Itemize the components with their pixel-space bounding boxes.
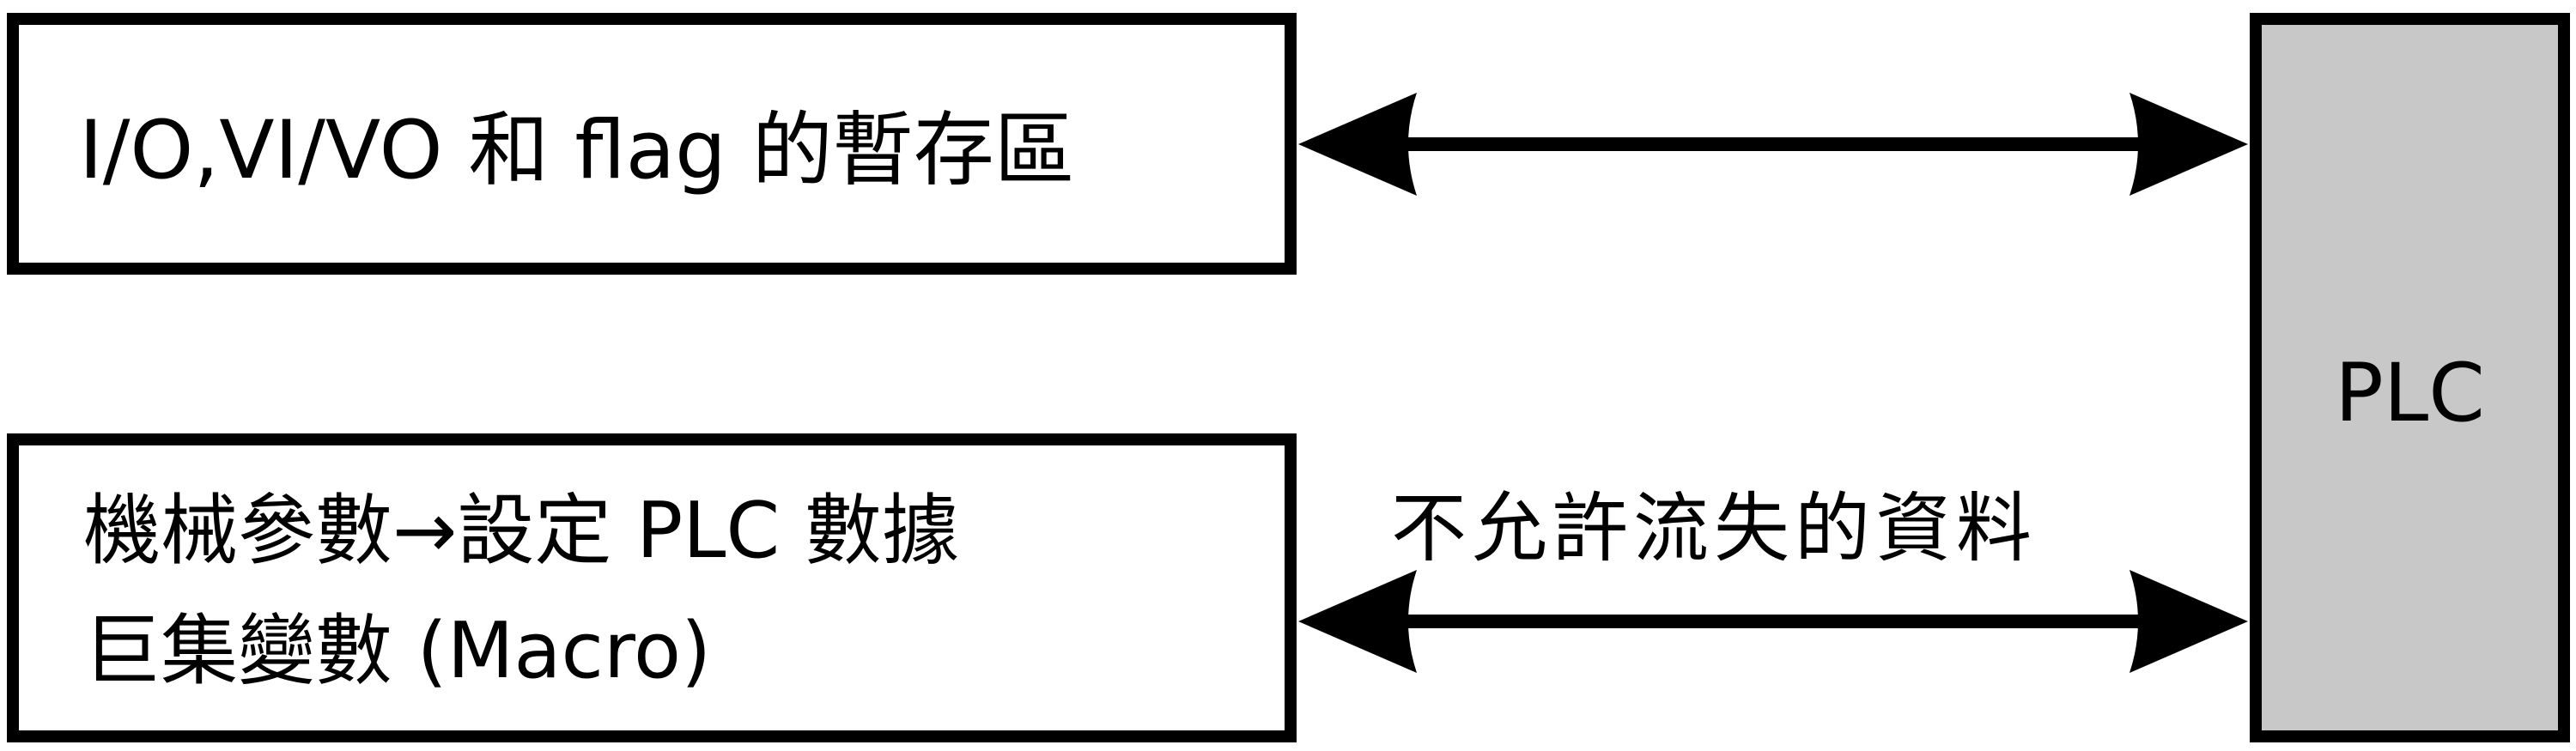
non-volatile-data-label: 不允許流失的資料 — [1391, 484, 2038, 572]
macro-variables-label: 巨集變數 (Macro) — [83, 606, 712, 696]
plc-label: PLC — [2335, 347, 2485, 440]
machine-parameters-label: 機械參數→設定 PLC 數據 — [83, 486, 959, 576]
io-flag-register-label: I/O,VI/VO 和 flag 的暫存區 — [79, 104, 1075, 197]
bottom-arrow-left-head — [1298, 570, 1417, 673]
machine-parameters-box: 機械參數→設定 PLC 數據 巨集變數 (Macro) — [7, 433, 1297, 742]
plc-box: PLC — [2250, 13, 2570, 742]
top-arrow-left-head — [1298, 93, 1417, 196]
io-flag-register-box: I/O,VI/VO 和 flag 的暫存區 — [7, 13, 1297, 275]
bottom-arrow-right-head — [2129, 570, 2248, 673]
top-arrow-right-head — [2129, 93, 2248, 196]
top-bidirectional-arrow — [1298, 93, 2248, 196]
bottom-bidirectional-arrow — [1298, 570, 2248, 673]
